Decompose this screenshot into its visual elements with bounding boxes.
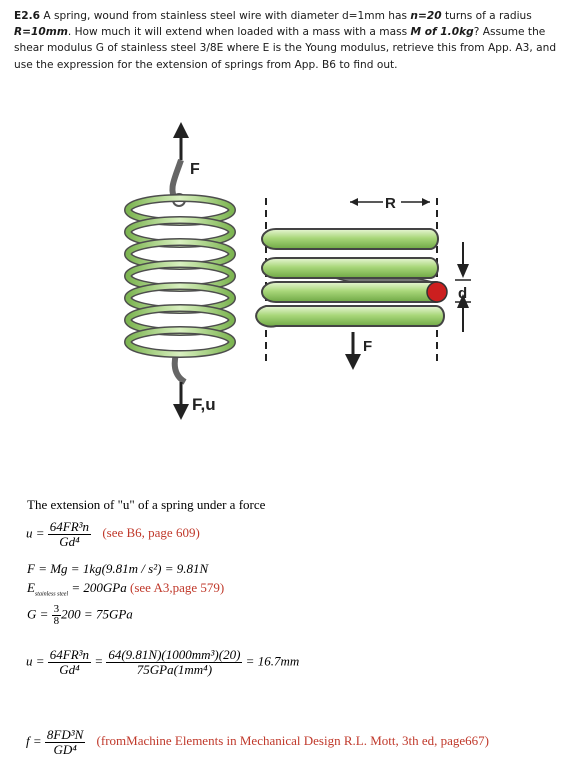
radius-label: R [385,195,396,212]
problem-text-4: ? Assume the shear modulus G of stainles… [14,26,557,71]
coil-7-fill [125,327,235,357]
force-arrow-top [173,122,189,160]
eq1-fraction: 64FR³n Gd⁴ [47,519,92,549]
equation-extension: u = 64FR³n Gd⁴ (see B6, page 609) [26,520,200,549]
eq5-fraction-1: 64FR³n Gd⁴ [47,647,92,677]
eq1-lhs: u = [26,525,45,541]
eq6-reference: (fromMachine Elements in Mechanical Desi… [96,733,489,749]
equation-extension-result: u = 64FR³n Gd⁴ = 64(9.81N)(1000mm³)(20) … [26,648,299,677]
spring-detail [255,228,445,328]
problem-text-2: turns of a radius [441,10,532,22]
force-arrow-detail [345,332,361,370]
eq1-reference: (see B6, page 609) [102,525,200,541]
force-bottom-label: F,u [192,395,216,414]
eq1-denominator: Gd⁴ [59,534,80,549]
eq4-denominator: 8 [53,615,60,627]
eq5-result: = 16.7mm [245,653,300,669]
eq4-lhs: G = [27,606,49,622]
force-arrow-bottom [173,382,189,420]
eq6-denominator: GD⁴ [53,742,77,757]
radius-dimension [350,194,430,210]
spring-figure: F F,u R [124,122,471,420]
radius-expression: R=10mm [14,26,68,39]
eq4-rhs: 200 = 75GPa [61,606,133,622]
eq5-fraction-2: 64(9.81N)(1000mm³)(20) 75GPa(1mm⁴) [106,647,243,677]
eq5-equals: = [94,653,104,669]
eq6-numerator: 8FD³N [44,727,86,743]
eq6-fraction: 8FD³N GD⁴ [44,727,86,757]
diameter-dimension [455,242,471,332]
mass-expression: of 1.0kg [421,26,474,39]
eq3-lhs: E [27,580,35,595]
eq5-denominator-1: Gd⁴ [59,662,80,677]
eq5-lhs: u = [26,653,45,669]
eq6-lhs: f = [26,733,42,749]
eq3-rhs: = 200GPa [68,580,130,595]
equation-mott: f = 8FD³N GD⁴ (fromMachine Elements in M… [26,728,489,757]
equation-force: F = Mg = 1kg(9.81m / s²) = 9.81N [27,561,209,576]
eq4-numerator: 3 [51,603,62,616]
problem-id: E2.6 [14,10,41,22]
equation-young-modulus: Estainless steel = 200GPa (see A3,page 5… [27,580,224,598]
problem-statement: E2.6 A spring, wound from stainless stee… [14,8,574,73]
eq4-fraction: 3 8 [51,603,62,627]
solution-intro: The extension of "u" of a spring under a… [27,497,266,512]
eq5-denominator-2: 75GPa(1mm⁴) [136,662,213,677]
force-detail-label: F [363,338,372,355]
problem-text-3: . How much it will extend when loaded wi… [67,26,411,39]
left-spring [124,159,236,385]
equation-shear-modulus: G = 3 8 200 = 75GPa [27,604,133,627]
diameter-label: d [458,285,467,302]
problem-text-1: A spring, wound from stainless steel wir… [40,10,411,22]
mass-symbol: M [410,26,422,39]
turns-expression: n=20 [410,10,442,22]
eq3-subscript: stainless steel [34,591,69,598]
wire-cross-section [426,281,448,303]
eq5-numerator-2: 64(9.81N)(1000mm³)(20) [106,647,243,663]
eq5-numerator-1: 64FR³n [47,647,92,663]
eq3-reference: (see A3,page 579) [129,580,225,595]
force-top-label: F [190,161,200,178]
eq1-numerator: 64FR³n [47,519,92,535]
